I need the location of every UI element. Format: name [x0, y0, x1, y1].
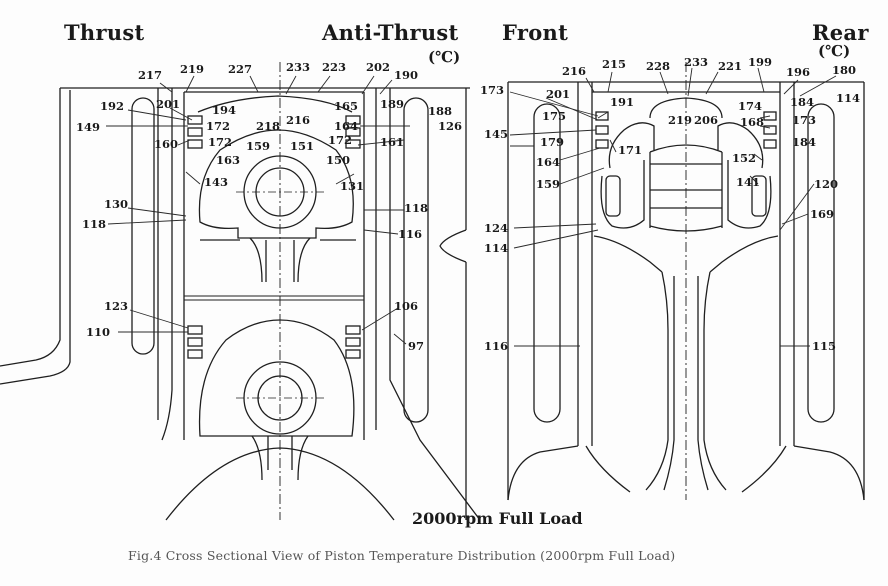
temp-label: 216 — [286, 113, 310, 127]
temp-label: 130 — [104, 197, 128, 211]
temp-label: 196 — [786, 65, 810, 79]
temp-label: 143 — [204, 175, 228, 189]
temp-label: 114 — [836, 91, 860, 105]
temp-label: 141 — [736, 175, 760, 189]
header-anti-thrust: Anti-Thrust — [322, 20, 459, 45]
temp-label: 199 — [748, 55, 772, 69]
temp-label: 164 — [536, 155, 560, 169]
thrust-view-temperature-labels: 217 219 227 233 223 202 190 192 201 194 … — [76, 60, 462, 353]
temp-label: 114 — [484, 241, 508, 255]
temp-label: 189 — [380, 97, 404, 111]
temp-label: 165 — [334, 99, 358, 113]
header-front: Front — [502, 20, 569, 45]
temp-label: 194 — [212, 103, 236, 117]
unit-celsius-right: (℃) — [818, 42, 851, 60]
temp-label: 97 — [408, 339, 424, 353]
temp-label: 116 — [484, 339, 508, 353]
temp-label: 171 — [618, 143, 642, 157]
temp-label: 124 — [484, 221, 508, 235]
header-rear: Rear — [812, 20, 869, 45]
temp-label: 227 — [228, 62, 252, 76]
temp-label: 131 — [340, 179, 364, 193]
temp-label: 126 — [438, 119, 462, 133]
temp-label: 169 — [810, 207, 834, 221]
temp-label: 206 — [694, 113, 718, 127]
front-section-view — [507, 62, 865, 501]
temp-label: 123 — [104, 299, 128, 313]
temp-label: 202 — [366, 60, 390, 74]
front-view-temperature-labels: 216 215 228 233 221 199 196 180 173 201 … — [480, 55, 860, 353]
temp-label: 120 — [814, 177, 838, 191]
unit-celsius-left: (℃) — [428, 48, 461, 66]
temp-label: 152 — [732, 151, 756, 165]
temp-label: 233 — [286, 60, 310, 74]
temp-label: 179 — [540, 135, 564, 149]
temp-label: 159 — [536, 177, 560, 191]
temp-label: 118 — [82, 217, 106, 231]
temp-label: 217 — [138, 68, 162, 82]
temp-label: 110 — [86, 325, 110, 339]
temp-label: 221 — [718, 59, 742, 73]
temp-label: 188 — [428, 104, 452, 118]
temp-label: 174 — [738, 99, 762, 113]
temp-label: 151 — [290, 139, 314, 153]
temp-label: 115 — [812, 339, 836, 353]
temp-label: 145 — [484, 127, 508, 141]
temp-label: 150 — [326, 153, 350, 167]
temp-label: 215 — [602, 57, 626, 71]
temp-label: 191 — [610, 95, 634, 109]
temp-label: 168 — [740, 115, 764, 129]
temp-label: 180 — [832, 63, 856, 77]
temp-label: 223 — [322, 60, 346, 74]
temp-label: 201 — [546, 87, 570, 101]
temp-label: 219 — [668, 113, 692, 127]
temp-label: 216 — [562, 64, 586, 78]
temp-label: 201 — [156, 97, 180, 111]
temp-label: 172 — [206, 119, 230, 133]
temp-label: 160 — [154, 137, 178, 151]
temp-label: 172 — [208, 135, 232, 149]
temp-label: 159 — [246, 139, 270, 153]
operating-condition-subtitle: 2000rpm Full Load — [412, 509, 583, 528]
temp-label: 175 — [542, 109, 566, 123]
temp-label: 163 — [216, 153, 240, 167]
temp-label: 118 — [404, 201, 428, 215]
temp-label: 219 — [180, 62, 204, 76]
temp-label: 228 — [646, 59, 670, 73]
temp-label: 190 — [394, 68, 418, 82]
temp-label: 233 — [684, 55, 708, 69]
temp-label: 161 — [380, 135, 404, 149]
temp-label: 172 — [328, 133, 352, 147]
temp-label: 173 — [792, 113, 816, 127]
header-thrust: Thrust — [64, 20, 145, 45]
temp-label: 218 — [256, 119, 280, 133]
temp-label: 149 — [76, 120, 100, 134]
temp-label: 184 — [790, 95, 814, 109]
temp-label: 184 — [792, 135, 816, 149]
thrust-section-view — [0, 62, 481, 521]
leader-lines — [106, 67, 837, 347]
temp-label: 106 — [394, 299, 418, 313]
temp-label: 192 — [100, 99, 124, 113]
figure-caption: Fig.4 Cross Sectional View of Piston Tem… — [128, 548, 676, 563]
temp-label: 116 — [398, 227, 422, 241]
temp-label: 173 — [480, 83, 504, 97]
temp-label: 164 — [334, 119, 358, 133]
